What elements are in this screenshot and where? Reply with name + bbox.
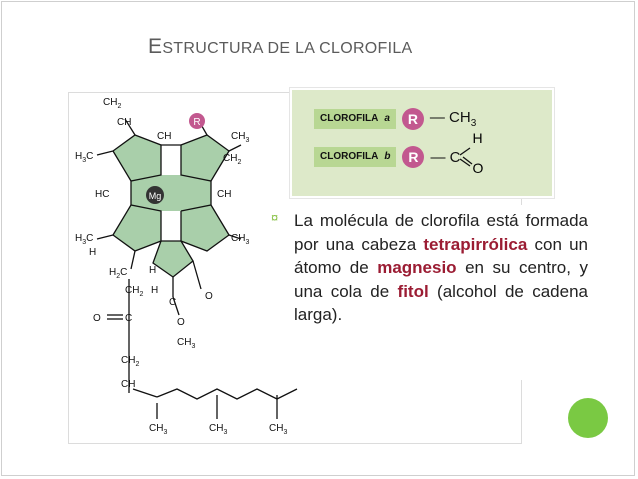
text-box <box>271 205 589 380</box>
label-c-cyclo: C <box>169 297 176 308</box>
label-h-right: H <box>149 265 156 276</box>
atom-labels: CH2 CH CH CH3 CH2 H3C HC CH H3C CH3 H H2… <box>75 97 287 436</box>
legend-eq-b: — C <box>430 148 461 166</box>
aldehyde-o: O <box>472 160 484 176</box>
label-ch3-tail-2: CH3 <box>209 423 227 436</box>
ring-fill-bottom-left <box>113 205 161 251</box>
label-ch3-right-bottom: CH3 <box>231 233 249 246</box>
label-o-ester-right: O <box>177 317 185 328</box>
label-ch2-top: CH2 <box>103 97 121 110</box>
bond-lines <box>96 118 298 419</box>
legend-r-a: R <box>401 108 424 130</box>
label-ch-bridge-top: CH <box>157 131 171 142</box>
title-initial: E <box>148 35 163 58</box>
bullet-icon: ¤ <box>271 210 279 225</box>
label-h-left: H <box>89 247 96 258</box>
label-h3c-bottom: H3C <box>75 233 93 246</box>
aldehyde-bonds <box>460 147 473 167</box>
aldehyde-h: H <box>472 130 483 146</box>
label-o-ester-left: O <box>93 313 101 324</box>
label-ch-vinyl: CH <box>117 117 131 128</box>
label-ch2-mid: CH2 <box>121 355 139 368</box>
label-ch2-right: CH2 <box>223 153 241 166</box>
label-o-keto: O <box>205 291 213 302</box>
r-group-atom <box>189 113 205 129</box>
r-group-label: R <box>193 117 200 128</box>
ring-fill-center <box>131 175 211 211</box>
green-circle-decoration <box>568 398 608 438</box>
label-h2c: H2C <box>109 267 127 280</box>
legend-eq-a: — CH3 <box>429 109 477 129</box>
ring-fill-bottom-right <box>181 205 229 251</box>
ring-fill-top-right <box>181 135 229 181</box>
label-h-cyclo: H <box>151 285 158 296</box>
ring-fill-cyclopentane <box>153 241 193 277</box>
label-ch3-ester: CH3 <box>177 337 195 350</box>
label-h3c-left: H3C <box>75 151 93 164</box>
highlight-magnesio: magnesio <box>377 258 457 277</box>
slide-title: ESTRUCTURA DE LA CLOROFILA <box>148 35 413 59</box>
highlight-tetrapirrolica: tetrapirrólica <box>423 234 528 254</box>
chlorophyll-structure: Mg R CH2 CH CH CH3 CH2 H3C HC CH H3C CH3… <box>75 97 298 436</box>
label-ch3-tail-3: CH3 <box>269 423 287 436</box>
label-ch3-right-top: CH3 <box>231 131 249 144</box>
magnesium-label: Mg <box>149 191 162 201</box>
title-rest: STRUCTURA DE LA CLOROFILA <box>162 40 413 57</box>
highlight-fitol: fitol <box>397 281 429 301</box>
label-ch2-chain: CH2 <box>125 285 143 298</box>
ring-fill-top-left <box>113 135 161 181</box>
label-ch-tail: CH <box>121 379 135 390</box>
label-hc-left: HC <box>95 189 109 200</box>
label-c-ester: C <box>125 313 132 324</box>
label-ch3-tail-1: CH3 <box>149 423 167 436</box>
label-ch-right: CH <box>217 189 231 200</box>
legend-r-b: R <box>402 146 425 168</box>
body-paragraph: La molécula de clorofila está formada po… <box>294 211 589 324</box>
magnesium-atom <box>146 186 164 204</box>
aldehyde-group: H O <box>460 130 484 176</box>
